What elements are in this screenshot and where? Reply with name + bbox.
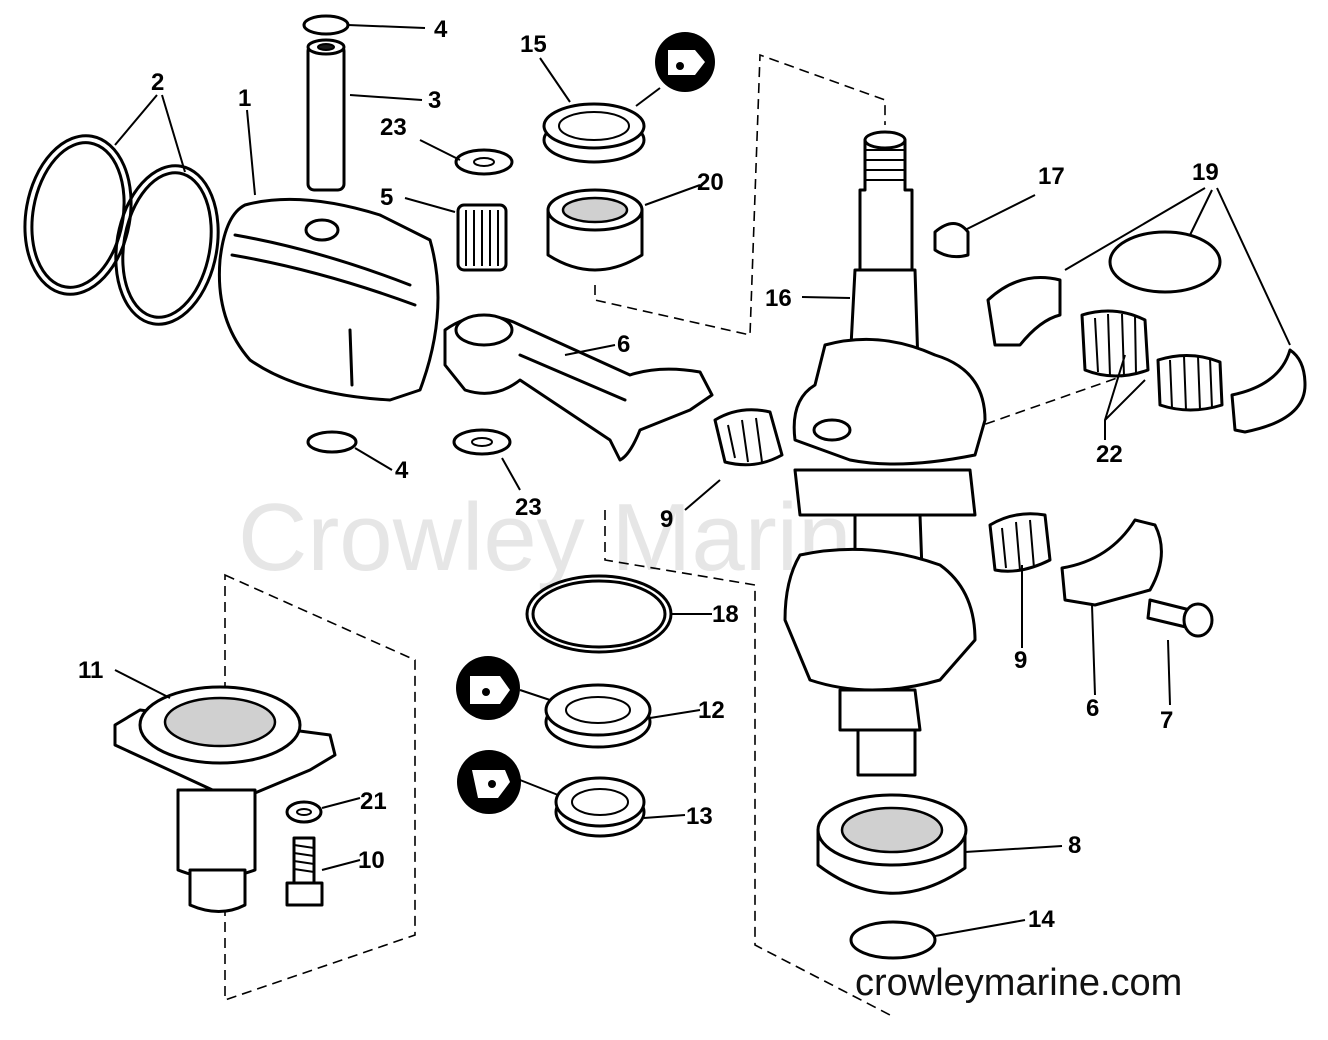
callout-6-rod: 6	[617, 331, 630, 358]
sealant-icon-bottom	[457, 750, 521, 814]
callout-23-top: 23	[380, 114, 407, 141]
callout-20: 20	[697, 169, 724, 196]
lower-bearing-housing[interactable]	[113, 685, 337, 913]
main-bearing-cages[interactable]	[1080, 309, 1224, 412]
piston-rings[interactable]	[13, 127, 230, 332]
connecting-rod[interactable]	[443, 313, 714, 462]
callout-8: 8	[1068, 832, 1081, 859]
crankshaft[interactable]	[783, 130, 987, 777]
piston[interactable]	[217, 197, 440, 402]
callout-6-cap: 6	[1086, 695, 1099, 722]
callout-5: 5	[380, 184, 393, 211]
connecting-rod-cap[interactable]	[1060, 518, 1163, 607]
retaining-ring-bottom[interactable]	[306, 430, 358, 454]
sealant-icon-middle	[456, 656, 520, 720]
lower-ball-bearing[interactable]	[816, 793, 968, 895]
seal-small[interactable]	[554, 776, 646, 838]
callout-3: 3	[428, 87, 441, 114]
wrist-pin[interactable]	[306, 38, 346, 192]
thrust-washer-bottom[interactable]	[452, 428, 512, 456]
callout-1: 1	[238, 85, 251, 112]
callout-9-top: 9	[660, 506, 673, 533]
callout-4-top: 4	[434, 16, 448, 43]
sealant-icon-top	[655, 32, 715, 92]
wrist-pin-needle-bearing[interactable]	[456, 203, 508, 272]
upper-crankshaft-bearing[interactable]	[546, 188, 644, 272]
callout-2: 2	[151, 69, 164, 96]
main-bearing-race-right[interactable]	[1230, 348, 1307, 434]
callout-23-bottom: 23	[515, 494, 542, 521]
woodruff-key[interactable]	[933, 222, 970, 259]
rod-bearing-cage-bottom[interactable]	[988, 512, 1052, 573]
housing-washer[interactable]	[285, 800, 323, 824]
main-bearing-retaining-ring[interactable]	[1108, 230, 1222, 294]
callout-14: 14	[1028, 906, 1055, 933]
callout-11: 11	[78, 657, 103, 684]
callout-16: 16	[765, 285, 792, 312]
callout-4-bottom: 4	[395, 457, 409, 484]
callout-19: 19	[1192, 159, 1219, 186]
callout-9-bottom: 9	[1014, 647, 1027, 674]
callout-21: 21	[360, 788, 387, 815]
rod-bearing-cage-top[interactable]	[713, 408, 784, 467]
callout-10: 10	[358, 847, 385, 874]
site-url: crowleymarine.com	[855, 962, 1182, 1004]
callout-15: 15	[520, 31, 547, 58]
leader-lines	[114, 24, 1291, 937]
callout-labels: 1 2 3 4 4 5 6 6 7 8 9 9 10 11 12 13 14 1…	[78, 16, 1219, 933]
housing-screw[interactable]	[285, 836, 324, 907]
thrust-washer-top[interactable]	[454, 148, 514, 176]
retaining-ring-top[interactable]	[302, 14, 350, 36]
callout-12: 12	[698, 697, 725, 724]
upper-oil-seal[interactable]	[542, 102, 646, 164]
callout-7: 7	[1160, 707, 1173, 734]
callout-18: 18	[712, 601, 739, 628]
main-bearing-race-left[interactable]	[986, 276, 1062, 347]
snap-ring[interactable]	[849, 920, 937, 960]
rod-cap-screw[interactable]	[1146, 598, 1214, 638]
callout-13: 13	[686, 803, 713, 830]
callout-17: 17	[1038, 163, 1065, 190]
lower-oil-seal[interactable]	[544, 683, 652, 749]
callout-22: 22	[1096, 441, 1123, 468]
